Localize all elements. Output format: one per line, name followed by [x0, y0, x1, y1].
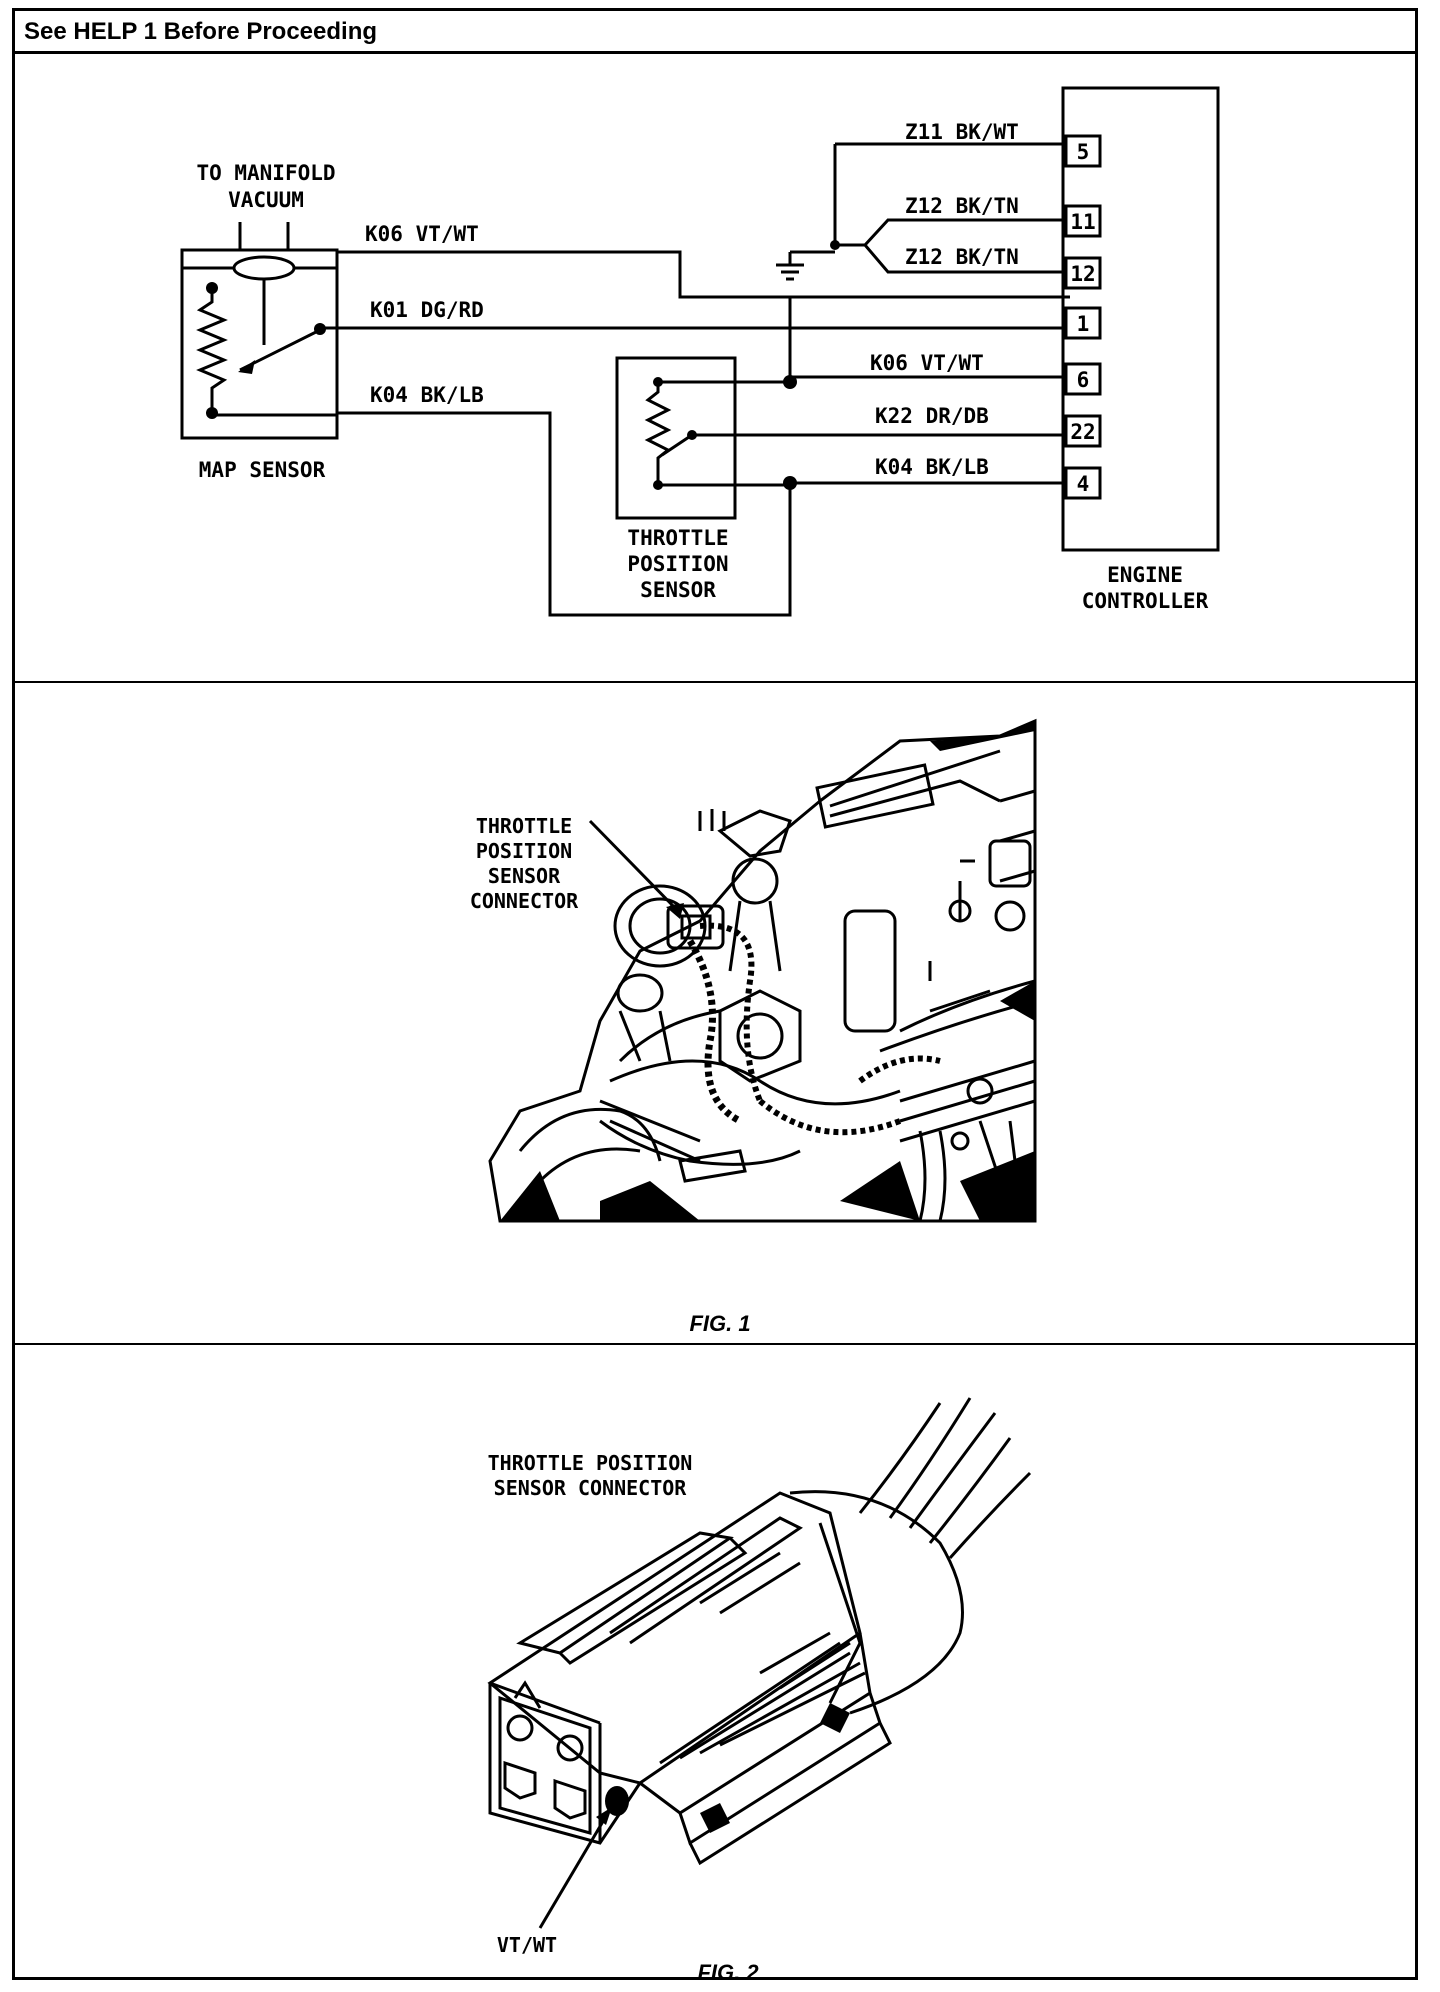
- tps-label-3: SENSOR: [640, 578, 716, 602]
- controller-pin-22: 22: [1070, 420, 1095, 444]
- page-header: See HELP 1 Before Proceeding: [12, 8, 1418, 54]
- wire-label-z12-b: Z12 BK/TN: [905, 245, 1019, 269]
- wire-label-k22: K22 DR/DB: [875, 404, 989, 428]
- figure-1-engine-illustration: THROTTLE POSITION SENSOR CONNECTOR FIG. …: [470, 718, 1037, 1336]
- page-frame: [12, 8, 1418, 1980]
- fig1-callout-line2: POSITION: [476, 839, 572, 863]
- section-divider-1: [12, 681, 1418, 683]
- fig2-callout-line2: SENSOR CONNECTOR: [494, 1476, 688, 1500]
- fig1-callout-line4: CONNECTOR: [470, 889, 579, 913]
- wire-label-k06-right: K06 VT/WT: [870, 351, 984, 375]
- tps-label-2: POSITION: [627, 552, 728, 576]
- fig2-callout-line1: THROTTLE POSITION: [488, 1451, 693, 1475]
- engine-controller-box: [1061, 86, 1220, 552]
- map-sensor-box: [180, 248, 339, 440]
- controller-pin-11: 11: [1070, 210, 1095, 234]
- fig1-callout-line3: SENSOR: [488, 864, 561, 888]
- wire-label-z11: Z11 BK/WT: [905, 120, 1019, 144]
- controller-pin-4: 4: [1077, 472, 1090, 496]
- controller-pin-1: 1: [1077, 312, 1090, 336]
- wire-label-z12-a: Z12 BK/TN: [905, 194, 1019, 218]
- section-divider-2: [12, 1343, 1418, 1345]
- wire-label-k04-right: K04 BK/LB: [875, 455, 989, 479]
- controller-label-1: ENGINE: [1107, 563, 1183, 587]
- wire-label-k01: K01 DG/RD: [370, 298, 484, 322]
- tps-box: [615, 356, 737, 520]
- vacuum-label-2: VACUUM: [228, 188, 304, 212]
- controller-label-2: CONTROLLER: [1082, 589, 1209, 613]
- map-sensor-label: MAP SENSOR: [199, 458, 326, 482]
- wiring-schematic: 5 11 12 1 6 22 4 Z11 BK/WT Z12 BK/TN Z12…: [180, 86, 1220, 617]
- wire-label-k04-left: K04 BK/LB: [370, 383, 484, 407]
- fig1-caption: FIG. 1: [689, 1311, 750, 1336]
- header-title: See HELP 1 Before Proceeding: [24, 18, 378, 45]
- fig2-caption: FIG. 2: [697, 1960, 759, 1983]
- figure-2-connector-illustration: THROTTLE POSITION SENSOR CONNECTOR VT/WT…: [487, 1397, 1032, 1983]
- controller-pin-6: 6: [1077, 368, 1090, 392]
- tps-label-1: THROTTLE: [627, 526, 728, 550]
- controller-pin-12: 12: [1070, 262, 1095, 286]
- wire-label-k06-top: K06 VT/WT: [365, 222, 479, 246]
- fig2-pin-label: VT/WT: [497, 1933, 557, 1957]
- controller-pin-5: 5: [1077, 140, 1090, 164]
- fig1-callout-line1: THROTTLE: [476, 814, 572, 838]
- vacuum-label-1: TO MANIFOLD: [196, 161, 335, 185]
